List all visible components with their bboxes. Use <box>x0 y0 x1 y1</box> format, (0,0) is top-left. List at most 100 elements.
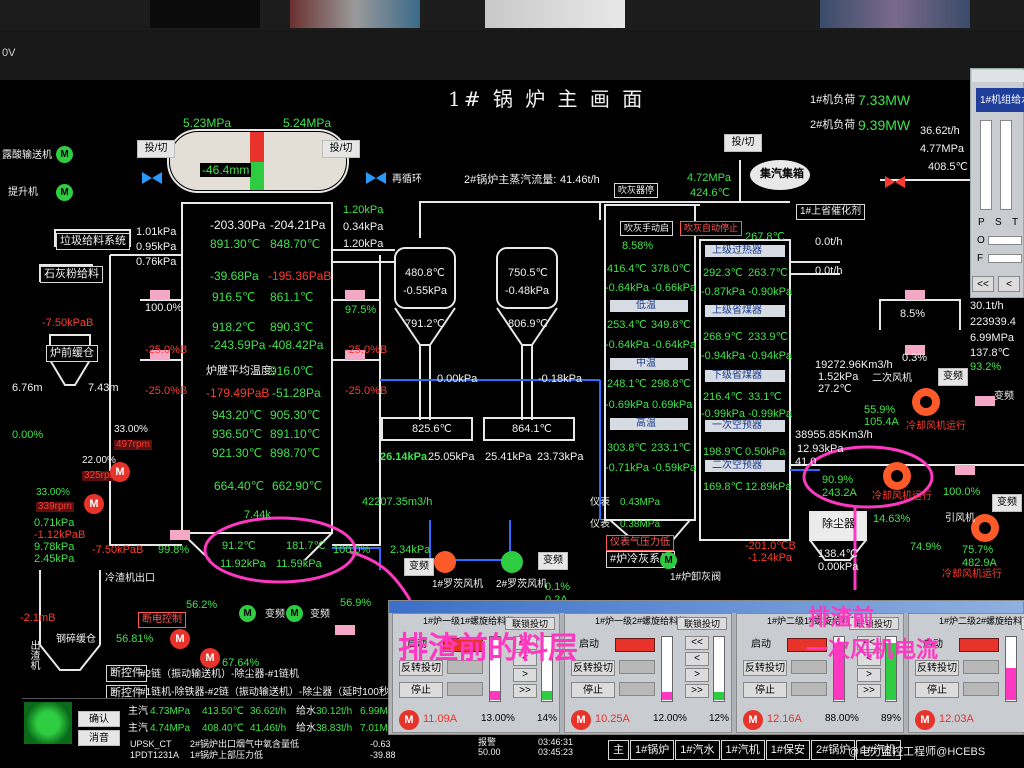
silence-button[interactable]: 消音 <box>78 730 120 746</box>
screw-motor-icon[interactable]: M <box>743 710 763 730</box>
nav-tab[interactable]: 1#汽机 <box>856 740 901 760</box>
screw-step-forward-fast[interactable]: >> <box>857 684 881 698</box>
bp-b6: 233.9℃ <box>748 331 788 343</box>
screw-motor-icon[interactable]: M <box>915 710 935 730</box>
temp-2678: 267.8℃ <box>745 231 785 243</box>
conv-button-4[interactable]: 变频 <box>992 494 1022 512</box>
fold-control-1[interactable]: 断控件 <box>106 665 147 683</box>
conv-button-1[interactable]: 变频 <box>404 558 434 576</box>
garbage-feed-label[interactable]: 垃圾给料系统 <box>56 233 130 251</box>
chain-label-1: #2链（振动输送机）-除尘器-#1链机 <box>140 669 299 680</box>
fold-control-2[interactable]: 断控件 <box>106 685 147 703</box>
company-logo <box>24 702 72 744</box>
screw-step-back-fast[interactable]: << <box>513 636 537 650</box>
screw-reverse-button[interactable]: 反转投切 <box>915 660 959 676</box>
left-pressure-b: -7.50kPaB <box>92 544 144 556</box>
feeder-motor-1-icon[interactable]: M <box>110 462 130 482</box>
screw-motor-icon[interactable]: M <box>571 710 591 730</box>
screw-step-back[interactable]: < <box>857 652 881 666</box>
screw-step-back-fast[interactable]: << <box>685 636 709 650</box>
furnace-r6b: -408.42Pa <box>268 338 324 352</box>
screw-step-forward-fast[interactable]: >> <box>513 684 537 698</box>
screw-run-indicator <box>443 638 483 652</box>
p-234: 2.34kPa <box>390 544 431 556</box>
screw-step-back-fast[interactable]: << <box>857 636 881 650</box>
mini-back-fast[interactable]: << <box>972 276 994 292</box>
lime-feed-label[interactable]: 石灰粉给料 <box>40 266 103 284</box>
screw-reverse-button[interactable]: 反转投切 <box>743 660 787 676</box>
screw-link-button[interactable]: 联锁投切 <box>505 617 555 630</box>
bp-b3: -0.87kPa <box>701 286 746 298</box>
cyclone1-temp: 480.8℃ <box>405 267 445 279</box>
elevator-motor-icon[interactable]: M <box>56 184 73 201</box>
soot-auto-button[interactable]: 吹灰自动停止 <box>680 221 743 236</box>
mini-back[interactable]: < <box>998 276 1020 292</box>
bottom-motor-1-icon[interactable]: M <box>239 605 256 622</box>
screw-step-forward[interactable]: > <box>857 668 881 682</box>
screw-gauge-fill <box>662 692 672 700</box>
conv-button-2[interactable]: 变频 <box>538 552 568 570</box>
right-pct03: 0.3% <box>902 352 928 364</box>
screw-step-forward[interactable]: > <box>685 668 709 682</box>
screw-stop-button[interactable]: 停止 <box>399 682 443 698</box>
furnace-r12a: 664.40℃ <box>214 479 265 493</box>
soot-manual-button[interactable]: 吹灰手动启 <box>620 221 674 236</box>
left-motor-2-icon[interactable]: M <box>200 648 220 668</box>
screw-stop-button[interactable]: 停止 <box>915 682 959 698</box>
height-676: 6.76m <box>12 382 43 394</box>
right-pct85: 8.5% <box>900 308 926 320</box>
low-air-alarm[interactable]: 仪表气压力低 <box>606 535 674 551</box>
drum-switch-left[interactable]: 投/切 <box>137 140 175 158</box>
screw-motor-icon[interactable]: M <box>399 710 419 730</box>
screw-step-forward[interactable]: > <box>513 668 537 682</box>
screw-step-back[interactable]: < <box>685 652 709 666</box>
right-r932: 93.2% <box>970 361 1002 373</box>
furnace-bin-label[interactable]: 炉前缓仓 <box>46 345 98 363</box>
drum-switch-right[interactable]: 投/切 <box>322 140 360 158</box>
screw-link-button[interactable]: 联锁投切 <box>849 617 899 630</box>
screw-reverse-button[interactable]: 反转投切 <box>571 660 615 676</box>
ash-valve-motor-icon[interactable]: M <box>660 552 677 569</box>
screw-run-indicator <box>959 638 999 652</box>
screw-reverse-button[interactable]: 反转投切 <box>399 660 443 676</box>
bed-temp-2: 181.7℃ <box>286 540 326 552</box>
loopseal-2: 864.1℃ <box>512 423 552 435</box>
left-motor-1-icon[interactable]: M <box>170 629 190 649</box>
furnace-r3b: -195.36PaB <box>268 269 332 283</box>
screw-step-back[interactable]: < <box>513 652 537 666</box>
nav-tab[interactable]: 1#汽水 <box>675 740 720 760</box>
bp-b12: -0.99kPa <box>748 408 793 420</box>
confirm-button[interactable]: 确认 <box>78 711 120 727</box>
header-switch[interactable]: 投/切 <box>724 134 762 152</box>
right-p2: 0.34kPa <box>343 221 384 233</box>
nav-tab[interactable]: 主 <box>608 740 629 760</box>
bp-a11: -0.69kPa <box>605 399 650 411</box>
screw-stop-button[interactable]: 停止 <box>571 682 615 698</box>
monitor-thumb-1 <box>290 0 420 28</box>
conveyor-motor-icon[interactable]: M <box>56 146 73 163</box>
pct-858: 8.58% <box>622 240 654 252</box>
feeder-motor-2-icon[interactable]: M <box>84 494 104 514</box>
conv-button-3[interactable]: 变频 <box>938 368 968 386</box>
mini-o-bar <box>988 236 1022 245</box>
catalyst-label[interactable]: 1#上省催化剂 <box>796 204 866 220</box>
screw-reverse-indicator <box>963 660 999 674</box>
nav-tab[interactable]: 2#锅炉 <box>811 740 856 760</box>
nav-tab[interactable]: 1#保安 <box>765 740 810 760</box>
screw-stop-indicator <box>619 682 655 696</box>
breaker-label[interactable]: 断电控制 <box>138 612 186 628</box>
inst1-value: 0.43MPa <box>620 497 661 508</box>
screw-link-button[interactable]: 联锁投切 <box>1021 617 1024 630</box>
screw-step-forward-fast[interactable]: >> <box>685 684 709 698</box>
load1-label: 1#机负荷 <box>810 94 856 106</box>
pct-5681: 56.81% <box>116 633 154 645</box>
drum-pressure-right: 5.24MPa <box>283 116 332 130</box>
watermark: @电力监控工程师@HCEBS <box>848 746 986 758</box>
nav-tab[interactable]: 1#汽机 <box>720 740 765 760</box>
ash-system-button[interactable]: #炉冷灰系统 <box>606 551 676 569</box>
screw-stop-button[interactable]: 停止 <box>743 682 787 698</box>
nav-tab[interactable]: 1#锅炉 <box>630 740 675 760</box>
screw-link-button[interactable]: 联锁投切 <box>677 617 727 630</box>
soot-blower-stop[interactable]: 吹灰器停 <box>614 183 659 198</box>
bottom-motor-2-icon[interactable]: M <box>286 605 303 622</box>
